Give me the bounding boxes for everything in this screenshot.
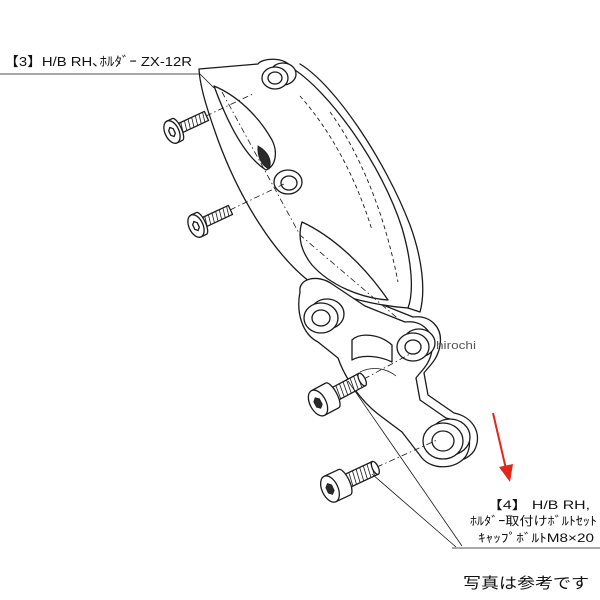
part4-label-line2: ﾎﾙﾀﾞｰ取付けﾎﾞﾙﾄｾｯﾄ bbox=[470, 514, 597, 528]
bolt-tip bbox=[357, 372, 368, 387]
bolt-thread bbox=[180, 112, 206, 133]
bolt-2-axis-line bbox=[229, 183, 285, 211]
holder-center-hole bbox=[280, 175, 298, 191]
part4-leader-line-lower bbox=[371, 473, 457, 548]
hex-socket-icon bbox=[325, 483, 335, 495]
holder-top-boss-hole bbox=[267, 71, 283, 85]
hex-socket-icon bbox=[192, 220, 200, 232]
hex-socket-icon bbox=[168, 126, 176, 138]
part4-label-line3: ｷｬｯﾌﾟﾎﾞﾙﾄM8×20 bbox=[478, 531, 594, 545]
holder-bracket bbox=[198, 58, 479, 468]
red-pointer-arrow bbox=[492, 412, 513, 482]
holder-plate-hidden-edge bbox=[329, 111, 399, 283]
holder-left-boss-hole bbox=[311, 309, 331, 327]
cap-bolt-upper bbox=[307, 372, 368, 417]
bolt-tip bbox=[370, 460, 380, 475]
holder-right-boss-hole bbox=[404, 339, 422, 355]
part4-leader-line-upper bbox=[347, 380, 463, 547]
holder-plate-hidden-rib bbox=[299, 95, 373, 231]
holder-lower-arm-outline bbox=[298, 277, 471, 468]
assembly-axis-lines bbox=[205, 92, 438, 468]
disclaimer-text: 写真は参考です bbox=[463, 574, 589, 592]
holder-step-shelf bbox=[351, 334, 393, 363]
arrow-shaft bbox=[492, 412, 507, 470]
button-head-bolt-upper bbox=[163, 110, 210, 144]
cap-bolt-lower bbox=[319, 460, 380, 503]
holder-bottom-boss-hole bbox=[431, 430, 455, 452]
holder-center-line bbox=[221, 91, 403, 323]
arrow-down-icon bbox=[499, 464, 513, 482]
holder-cutout-lower bbox=[299, 221, 389, 301]
part3-label: 【3】H/B RH､ﾎﾙﾀﾞｰ ZX-12R bbox=[4, 54, 192, 69]
holder-step-edge bbox=[359, 368, 397, 377]
holder-plate-thickness-edge bbox=[299, 63, 424, 313]
bolt-thread bbox=[204, 206, 230, 227]
holder-cutout-shadow bbox=[257, 145, 271, 170]
hex-socket-icon bbox=[313, 397, 323, 409]
button-head-bolt-lower bbox=[187, 204, 234, 238]
bolt-1-axis-line bbox=[205, 92, 256, 117]
bolt-3-axis-line bbox=[363, 353, 411, 380]
bolt-4-axis-line bbox=[376, 439, 438, 468]
watermark-text: hirochi bbox=[436, 340, 476, 352]
part4-label-line1: 【4】 H/B RH, bbox=[487, 498, 590, 512]
part3-leader-line bbox=[0, 73, 215, 89]
